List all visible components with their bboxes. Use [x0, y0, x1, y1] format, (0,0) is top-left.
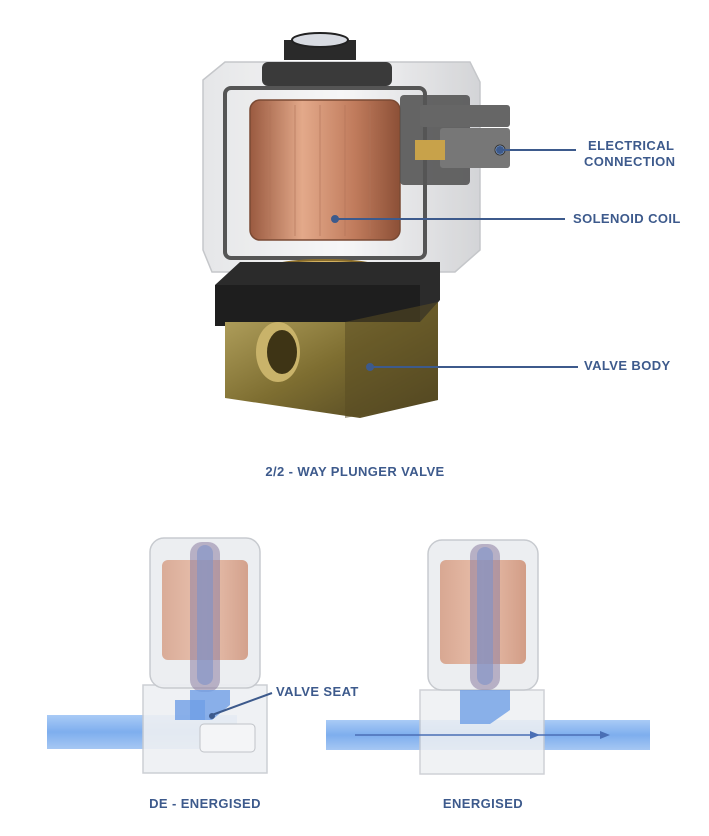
electrical-connection-label-2: CONNECTION	[584, 154, 675, 170]
solenoid-valve-illustration	[202, 32, 510, 418]
energised-caption: ENERGISED	[442, 796, 524, 811]
electrical-connection-label-line1: ELECTRICAL	[588, 138, 675, 153]
energised-valve-illustration	[326, 539, 650, 775]
de-energised-caption: DE - ENERGISED	[149, 796, 261, 811]
de-energised-valve-illustration	[47, 537, 273, 774]
electrical-connection-label-line2: CONNECTION	[584, 154, 676, 169]
callout-lines-main	[331, 146, 578, 371]
solenoid-coil-label: SOLENOID COIL	[573, 211, 681, 226]
valve-seat-label: VALVE SEAT	[276, 684, 359, 699]
valve-body-label: VALVE BODY	[584, 358, 671, 373]
figure-title: 2/2 - WAY PLUNGER VALVE	[265, 464, 445, 479]
electrical-connection-label: ELECTRICAL	[588, 138, 674, 154]
